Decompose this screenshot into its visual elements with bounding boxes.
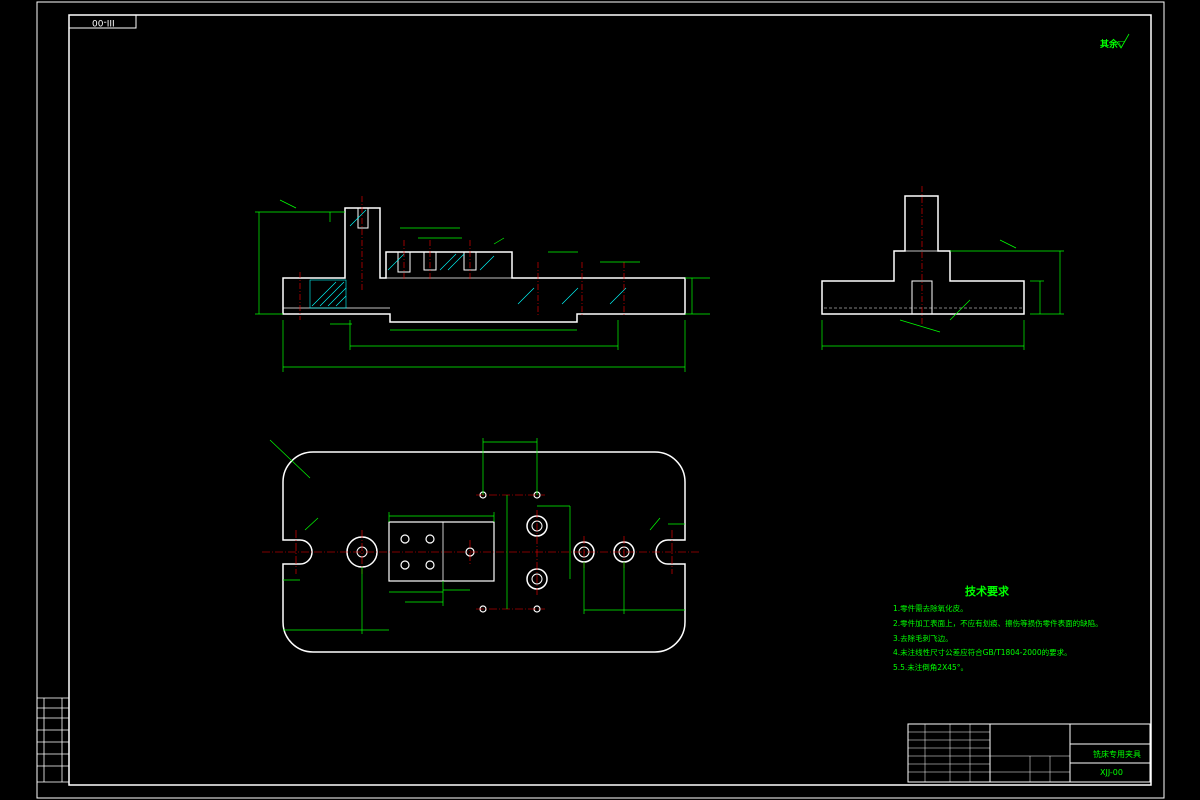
- roughness-note: 其余▽: [1100, 40, 1125, 50]
- top-view: [262, 438, 700, 653]
- margin-table: [36, 697, 70, 783]
- tech-requirement-1: 1.零件需去除氧化皮。: [893, 604, 968, 613]
- side-view: [821, 186, 1064, 350]
- roughness-symbol: [1116, 33, 1130, 49]
- title-block-drawing-number: XJJ-00: [1100, 768, 1123, 777]
- tech-requirement-5: 5.5.未注倒角2X45°。: [893, 663, 969, 672]
- sheet-border: [36, 1, 1165, 799]
- tech-requirement-4: 4.未注线性尺寸公差应符合GB/T1804-2000的要求。: [893, 648, 1072, 657]
- title-block: [907, 723, 1151, 783]
- tech-requirements-heading: 技术要求: [965, 585, 1009, 598]
- tech-requirement-3: 3.去除毛刺飞边。: [893, 634, 953, 643]
- front-view: [255, 196, 710, 372]
- tech-requirement-2: 2.零件加工表面上，不应有划痕、擦伤等损伤零件表面的缺陷。: [893, 619, 1103, 628]
- title-block-part-name: 铣床专用夹具: [1093, 750, 1141, 759]
- drawing-code-box: 00-III: [92, 17, 115, 27]
